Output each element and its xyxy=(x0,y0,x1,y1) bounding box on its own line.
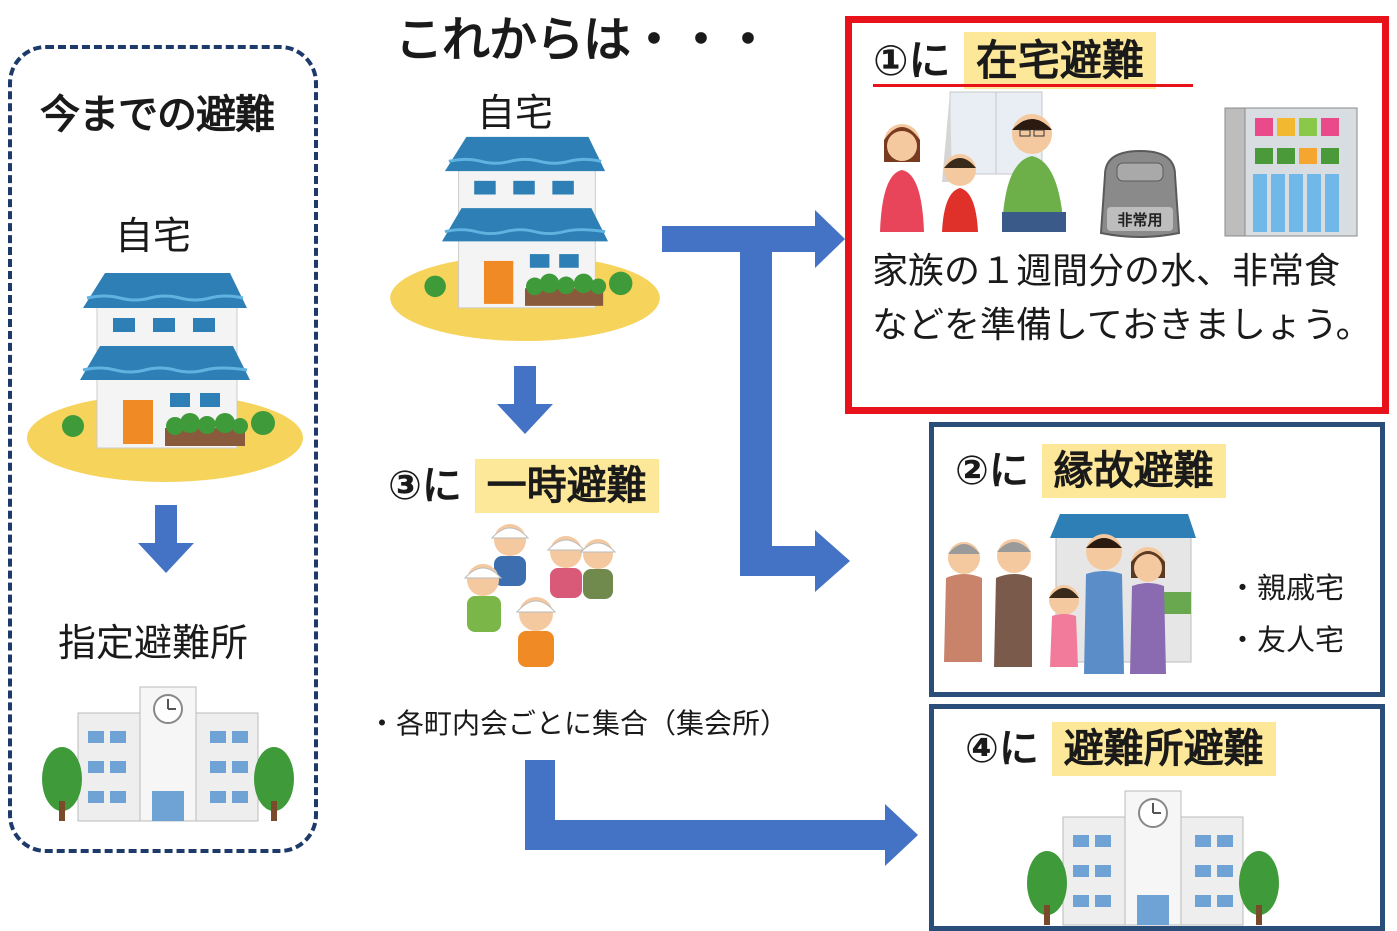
down-arrow-icon xyxy=(497,366,553,434)
option3-title: 一時避難 xyxy=(474,459,659,513)
relatives-destination-list: ・親戚宅 ・友人宅 xyxy=(1228,562,1344,666)
option1-description: 家族の１週間分の水、非常食などを準備しておきましょう。 xyxy=(872,251,1372,346)
option4-number: ④に xyxy=(965,726,1039,772)
option3-heading: ③に 一時避難 xyxy=(388,453,659,513)
option1-heading: ①に 在宅避難 xyxy=(873,27,1156,89)
school-building-icon xyxy=(1027,790,1279,926)
down-arrow-icon xyxy=(138,505,194,573)
current-evacuation-title: 今までの避難 xyxy=(40,92,275,138)
relatives-home-item: ・親戚宅 xyxy=(1228,571,1345,605)
backpack-label: 非常用 xyxy=(1117,211,1162,229)
designated-shelter-label: 指定避難所 xyxy=(58,621,249,665)
option1-underline xyxy=(873,84,1193,87)
option2-heading: ②に 縁故避難 xyxy=(955,438,1226,498)
friends-home-item: ・友人宅 xyxy=(1228,623,1345,657)
gather-at-community-hall-note: ・各町内会ごとに集合（集会所） xyxy=(368,707,789,740)
option4-title: 避難所避難 xyxy=(1051,722,1276,776)
option4-heading: ④に 避難所避難 xyxy=(965,716,1276,776)
option3-number: ③に xyxy=(388,463,462,509)
home-label-center: 自宅 xyxy=(477,91,554,135)
emergency-backpack-icon: 非常用 xyxy=(1099,149,1181,238)
home-label-left: 自宅 xyxy=(115,214,192,258)
option2-number: ②に xyxy=(955,448,1029,494)
stocked-refrigerator-icon xyxy=(1224,107,1358,237)
school-building-icon xyxy=(42,686,294,822)
gathered-people-icon xyxy=(463,524,617,667)
option1-title: 在宅避難 xyxy=(963,32,1156,89)
visiting-relatives-icon xyxy=(944,514,1196,674)
option4-shelter-evacuation-box xyxy=(929,704,1385,931)
option2-relatives-evacuation-box xyxy=(929,422,1385,697)
from-now-on-header: これからは・・・ xyxy=(395,12,772,68)
option2-title: 縁故避難 xyxy=(1041,444,1226,498)
option1-number: ①に xyxy=(873,36,951,85)
option1-home-evacuation-box xyxy=(845,16,1389,414)
current-evacuation-panel xyxy=(8,45,318,853)
house-icon xyxy=(27,273,303,482)
house-icon xyxy=(390,136,660,342)
family-at-home-icon xyxy=(880,91,1066,232)
